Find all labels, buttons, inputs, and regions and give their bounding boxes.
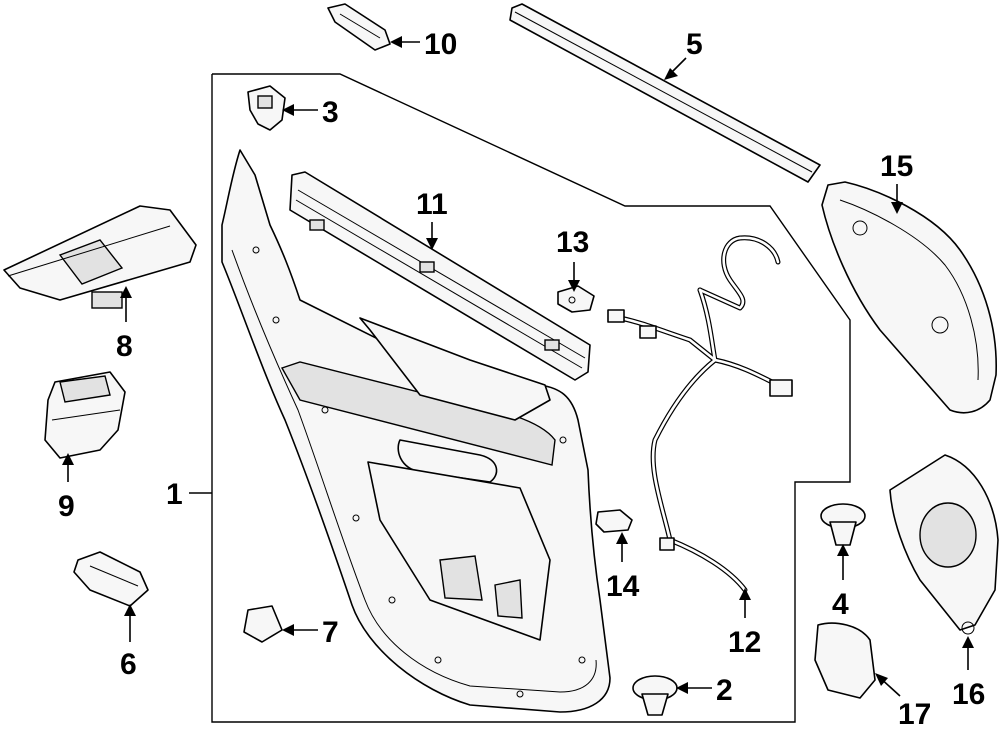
- window-switch: [44, 371, 126, 459]
- switch-bezel: [3, 205, 197, 309]
- callout-9: 9: [58, 490, 75, 523]
- pad-17: [814, 622, 876, 699]
- callout-4: 4: [832, 588, 849, 621]
- bracket-13: [557, 285, 595, 313]
- callout-1: 1: [166, 478, 183, 511]
- trim-strip: [289, 171, 591, 381]
- callout-8: 8: [116, 330, 133, 363]
- assembly-boundary: [211, 73, 851, 723]
- callout-labels: 1 2 3 4 5 6 7 8 9 10 11 12 13 14 15 16 1…: [58, 28, 985, 731]
- retainer-3: [247, 85, 286, 131]
- callout-5: 5: [686, 28, 703, 61]
- callout-13: 13: [556, 226, 589, 259]
- callout-16: 16: [952, 678, 985, 711]
- cap-7: [243, 605, 283, 643]
- callout-17: 17: [898, 698, 931, 731]
- callout-14: 14: [606, 570, 640, 603]
- speaker-housing: [889, 454, 999, 635]
- callout-12: 12: [728, 626, 761, 659]
- callout-6: 6: [120, 648, 137, 681]
- fastener-2: [632, 675, 678, 716]
- handle-6: [73, 551, 149, 607]
- leader-lines: [62, 36, 974, 697]
- clip-14: [595, 509, 633, 533]
- callout-2: 2: [716, 674, 733, 707]
- clip-10: [327, 3, 391, 51]
- callout-10: 10: [424, 28, 457, 61]
- callout-11: 11: [416, 188, 448, 221]
- belt-weatherstrip: [509, 3, 821, 183]
- callout-7: 7: [322, 616, 339, 649]
- inner-trim-15: [821, 181, 997, 414]
- door-trim-panel: [221, 149, 611, 713]
- fastener-4: [820, 503, 866, 546]
- callout-3: 3: [322, 96, 339, 129]
- callout-15: 15: [880, 150, 913, 183]
- wiring-harness: [607, 235, 793, 593]
